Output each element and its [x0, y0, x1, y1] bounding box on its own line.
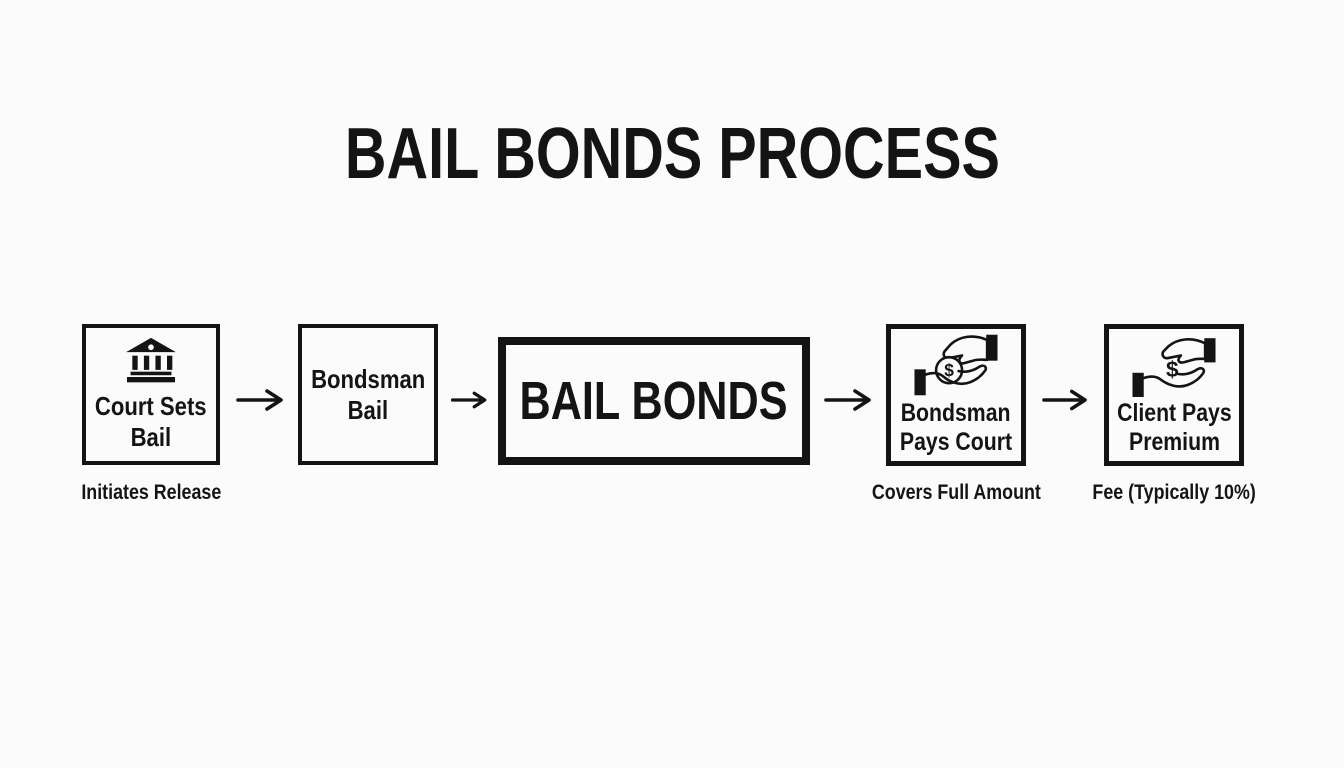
step-caption-initiates-release: Initiates Release [81, 481, 221, 504]
step-box-bondsman-bail: Bondsman Bail [298, 324, 438, 465]
bail-bonds-label: BAIL BONDS [519, 371, 789, 431]
page-title-text: BAIL BONDS PROCESS [344, 114, 1000, 194]
dollar-symbol: $ [1166, 357, 1179, 382]
step-label-line1: Client Pays [1116, 399, 1232, 427]
page-title: BAIL BONDS PROCESS [0, 118, 1344, 190]
step-caption-fee-typically-10: Fee (Typically 10%) [1092, 481, 1256, 504]
step-label-line2: Bail [347, 394, 389, 425]
step-caption-covers-full-amount: Covers Full Amount [871, 481, 1041, 504]
courthouse-icon [122, 337, 180, 385]
step-label-line2: Pays Court [899, 428, 1013, 456]
step-label: Bondsman Bail [301, 364, 435, 424]
hands-exchange-dollar-icon: $ [1130, 333, 1218, 397]
flow-arrow-icon [236, 387, 284, 418]
step-label-line2: Premium [1128, 428, 1220, 456]
step-box-court-sets-bail: Court Sets Bail [82, 324, 220, 465]
coin-dollar-symbol: $ [944, 360, 954, 380]
step-label-line2: Bail [130, 421, 172, 452]
flow-arrow-icon [823, 387, 873, 418]
flow-arrow-icon [1042, 387, 1088, 418]
step-label-line1: Bondsman [901, 399, 1011, 427]
step-box-bail-bonds: BAIL BONDS [498, 337, 810, 465]
step-box-bondsman-pays-court: $ Bondsman Pays Court [886, 324, 1026, 466]
flow-arrow-icon [450, 390, 487, 415]
hand-giving-coin-icon: $ [912, 333, 1000, 397]
step-label: Court Sets Bail [85, 391, 216, 451]
step-label: Bondsman Pays Court [890, 399, 1022, 457]
step-label: Client Pays Premium [1107, 399, 1242, 457]
step-label-line1: Bondsman [310, 364, 426, 395]
step-box-client-pays-premium: $ Client Pays Premium [1104, 324, 1244, 466]
step-label-line1: Court Sets [95, 391, 207, 422]
